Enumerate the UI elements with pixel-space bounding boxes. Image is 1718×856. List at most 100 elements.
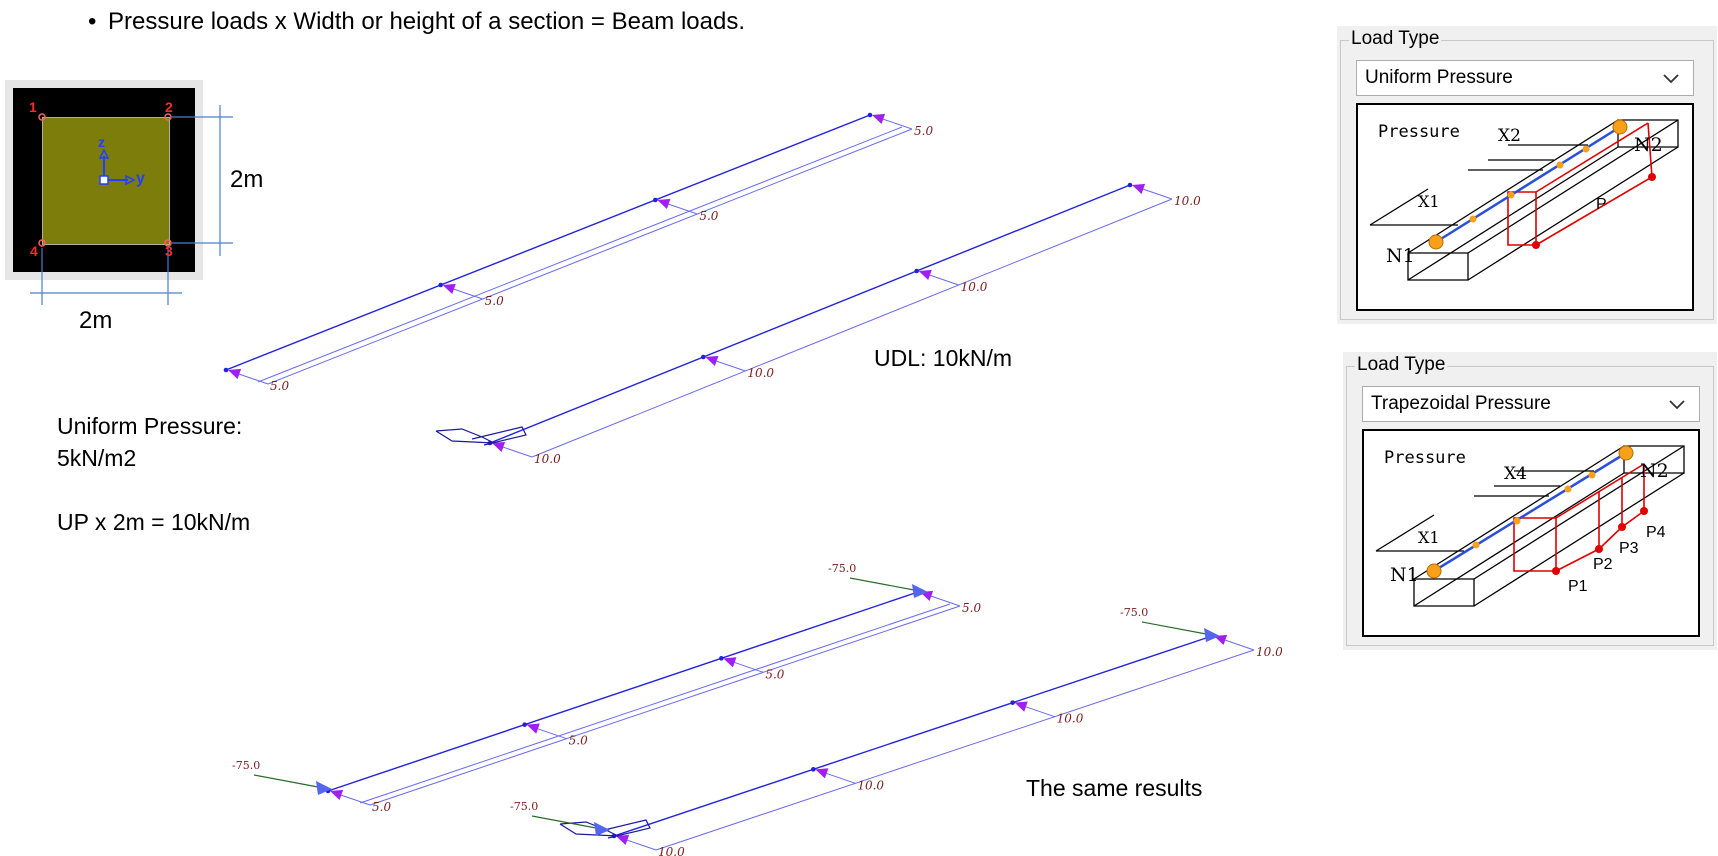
corner-node-1: [38, 113, 46, 121]
p-label: P: [1596, 196, 1607, 213]
bottom-left-beam-start-moment-arrowhead: [316, 781, 332, 795]
top-left-beam-load-arrowhead: [228, 368, 242, 380]
load-type-panel-uniform: Load Type Uniform Pressure: [1337, 26, 1717, 324]
bottom-right-beam-load-value-label: 10.0: [1256, 645, 1283, 659]
bottom-left-beam-load-arrowhead: [723, 657, 737, 668]
top-right-beam-load-arrowhead: [705, 355, 719, 367]
uniform-pressure-note: Uniform Pressure: 5kN/m2: [57, 410, 242, 474]
top-left-beam-member: [225, 114, 871, 371]
top-left-beam-load-value-label: 5.0: [914, 124, 933, 138]
bottom-right-beam-node: [811, 767, 816, 772]
n-start-label: N1: [1390, 564, 1419, 586]
bottom-left-beam-end-moment-arrowhead: [912, 584, 928, 598]
bottom-left-beam-load-value-label: 5.0: [765, 667, 784, 681]
uniform-pressure-line1: Uniform Pressure:: [57, 413, 243, 439]
bullet-dot: •: [88, 8, 97, 35]
top-right-beam-load-arrowhead: [1132, 183, 1146, 195]
bottom-right-beam-load-value-label: 10.0: [658, 845, 685, 856]
bottom-right-beam-start-moment-shaft: [531, 815, 597, 829]
top-left-beam-node: [653, 197, 658, 203]
bottom-left-beam-load-value-label: 5.0: [569, 734, 588, 748]
top-right-beam-member: [489, 184, 1131, 444]
corner-label-3: 3: [165, 243, 173, 259]
corner-node-4: [38, 239, 46, 247]
p3-label: P3: [1619, 540, 1639, 557]
bottom-left-beam-end-moment-label: -75.0: [828, 562, 856, 575]
top-right-beam-load-value-label: 10.0: [747, 366, 774, 380]
top-left-beam-node: [223, 367, 229, 373]
bottom-left-beam-load-value-label: 5.0: [372, 800, 391, 814]
top-right-beam-load-outline: [531, 198, 1173, 458]
top-right-beam-load-arrowhead: [918, 269, 932, 281]
bottom-left-beam-start-moment-shaft: [253, 774, 319, 788]
top-left-beam-load-value-label: 5.0: [270, 379, 289, 393]
pressure-label: Pressure: [1378, 122, 1460, 142]
bottom-right-beam-load-value-label: 10.0: [857, 778, 884, 792]
top-right-beam-support-glyph-2: [471, 426, 527, 446]
bottom-right-beam-load-arrowhead: [1014, 701, 1028, 712]
n-end-label: N2: [1640, 460, 1669, 482]
load-type-select[interactable]: Uniform Pressure: [1356, 60, 1694, 96]
same-results-note: The same results: [1026, 775, 1203, 801]
top-left-beam-node: [438, 282, 443, 288]
bottom-right-beam-load-arrowhead: [616, 834, 630, 846]
beam-load-diagram: 5.0 5.0 5.0 5.0 10.0 10.0 10.0 10.0 5.0 5.0 5.0 5.0…: [223, 112, 1283, 856]
top-right-beam-node: [914, 268, 919, 274]
width-dimension-label: 2m: [79, 307, 113, 334]
corner-label-4: 4: [30, 243, 38, 259]
x-near-label: X1: [1418, 528, 1440, 547]
trapezoidal-pressure-figure: Pressure X4 X1 N1 N2 P1 P2 P3 P4: [1362, 429, 1700, 637]
bottom-left-beam-load-outline: [369, 605, 961, 806]
bottom-right-beam-load-arrowhead: [1214, 634, 1228, 646]
bottom-right-beam-support-glyph-2: [595, 819, 651, 839]
top-left-beam-load-value-label: 5.0: [699, 209, 718, 223]
top-right-beam-support-glyph: [435, 428, 495, 444]
axis-z-label: z: [98, 134, 105, 150]
p1-label: P1: [1568, 578, 1588, 595]
uniform-pressure-line2: 5kN/m2: [57, 445, 137, 471]
panel-groove: [1346, 366, 1714, 646]
top-right-beam-load-value-label: 10.0: [961, 280, 988, 294]
corner-label-1: 1: [29, 99, 37, 115]
y-axis-arrow: [125, 174, 136, 186]
bottom-right-beam-node: [1010, 700, 1015, 705]
top-left-beam-node: [867, 112, 873, 118]
height-dimension-label: 2m: [230, 166, 264, 193]
bullet-text: Pressure loads x Width or height of a se…: [108, 8, 745, 35]
chevron-down-icon: [1669, 400, 1685, 410]
top-left-beam-load-arrowhead: [442, 283, 456, 295]
axis-y-label: y: [136, 170, 145, 187]
top-left-beam-load-outline-inner: [257, 126, 903, 383]
bottom-right-beam-end-moment-label: -75.0: [1120, 606, 1148, 619]
n-start-label: N1: [1386, 245, 1415, 267]
load-type-selected-value: Trapezoidal Pressure: [1371, 393, 1551, 414]
top-right-beam-load-value-label: 10.0: [1174, 194, 1201, 208]
bottom-right-beam-start-moment-label: -75.0: [510, 800, 538, 813]
panel-title: Load Type: [1349, 28, 1442, 50]
top-left-beam-load-arrowhead: [657, 198, 671, 210]
x-far-label: X2: [1498, 126, 1521, 146]
load-type-panel-trapezoidal: Load Type Trapezoidal Pressure: [1343, 352, 1717, 650]
top-left-beam-load-value-label: 5.0: [485, 294, 504, 308]
chevron-down-icon: [1663, 74, 1679, 84]
x-far-label: X4: [1504, 464, 1527, 484]
section-overlay: [30, 105, 233, 305]
top-right-beam-load-value-label: 10.0: [534, 452, 561, 466]
top-right-beam-node: [701, 354, 706, 360]
top-left-beam-load-outline: [267, 128, 913, 385]
panel-groove: [1340, 40, 1714, 320]
bottom-left-beam-load-value-label: 5.0: [962, 601, 981, 615]
bottom-left-beam-start-moment-label: -75.0: [232, 759, 260, 772]
formula-note: UP x 2m = 10kN/m: [57, 509, 251, 535]
load-type-select[interactable]: Trapezoidal Pressure: [1362, 386, 1700, 422]
p2-label: P2: [1593, 556, 1613, 573]
bottom-right-beam-end-moment-arrowhead: [1204, 628, 1220, 642]
origin-marker: [99, 175, 109, 185]
bottom-right-beam-member: [613, 635, 1213, 837]
x-near-label: X1: [1418, 192, 1440, 211]
bottom-right-beam-support-glyph: [559, 821, 619, 837]
corner-label-2: 2: [165, 99, 173, 115]
bottom-left-beam-node: [522, 722, 527, 727]
n-end-label: N2: [1634, 134, 1663, 156]
bottom-left-beam-node: [719, 656, 724, 661]
